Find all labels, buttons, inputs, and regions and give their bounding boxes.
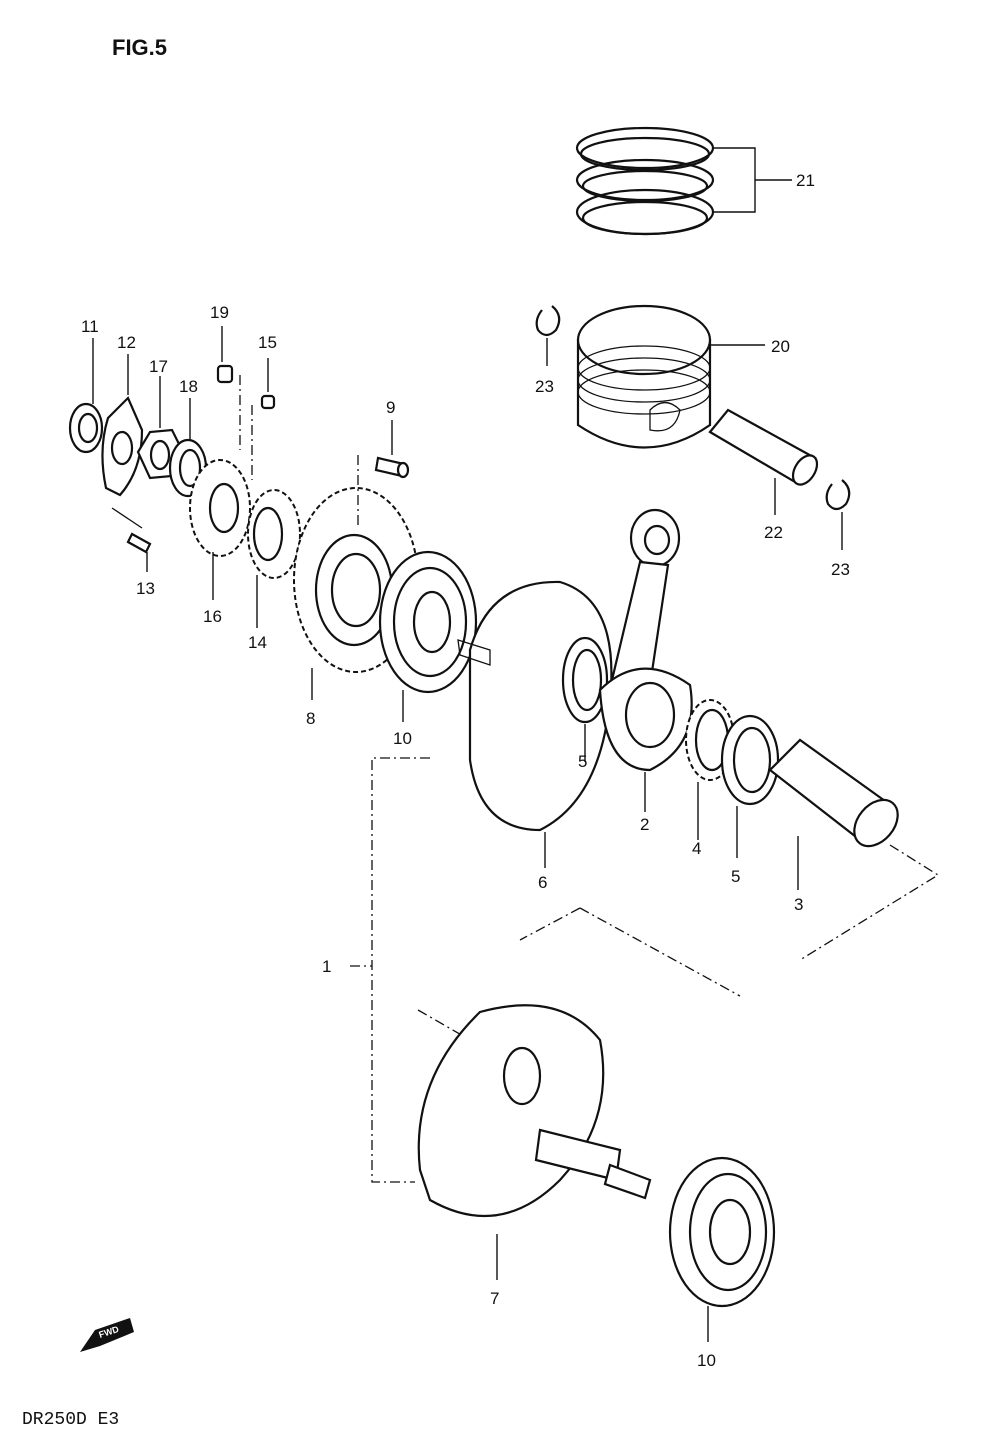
connecting-rod-part — [598, 508, 693, 772]
callout-4: 4 — [692, 839, 701, 858]
callout-5-upper: 5 — [578, 752, 587, 771]
callout-23-left: 23 — [535, 377, 554, 396]
callout-14: 14 — [248, 633, 267, 652]
callout-20: 20 — [771, 337, 790, 356]
figure-title: FIG.5 — [112, 35, 167, 60]
woodruff-key-19-part — [216, 364, 234, 384]
callout-3: 3 — [794, 895, 803, 914]
callout-15: 15 — [258, 333, 277, 352]
circlip-left-part — [535, 305, 561, 337]
dowel-pin-part — [374, 456, 410, 479]
callout-12: 12 — [117, 333, 136, 352]
callout-6: 6 — [538, 873, 547, 892]
callout-22: 22 — [764, 523, 783, 542]
callout-19: 19 — [210, 303, 229, 322]
lock-washer-part — [101, 396, 144, 497]
callout-9: 9 — [386, 398, 395, 417]
callout-8: 8 — [306, 709, 315, 728]
callout-21: 21 — [796, 171, 815, 190]
callout-17: 17 — [149, 357, 168, 376]
bolt-part — [111, 507, 152, 554]
forward-arrow-icon: FWD — [80, 1318, 134, 1352]
callout-16: 16 — [203, 607, 222, 626]
primary-gear-part — [189, 459, 251, 557]
oil-seal-part — [68, 402, 104, 454]
piston-part — [576, 304, 712, 449]
crank-bearing-upper-part — [378, 550, 478, 694]
callout-1: 1 — [322, 957, 331, 976]
callout-23-right: 23 — [831, 560, 850, 579]
thrust-washer-upper-part — [561, 636, 609, 724]
piston-rings-part — [575, 126, 715, 236]
balancer-drive-gear-part — [247, 489, 301, 579]
circlip-right-part — [825, 479, 851, 511]
callout-11: 11 — [81, 317, 99, 336]
callout-13: 13 — [136, 579, 155, 598]
model-code: DR250D E3 — [22, 1410, 119, 1430]
woodruff-key-15-part — [260, 394, 276, 410]
crank-pin-part — [768, 738, 899, 848]
crank-bearing-lower-part — [668, 1156, 776, 1308]
thrust-washer-lower-part — [720, 714, 780, 806]
callout-18: 18 — [179, 377, 198, 396]
callout-5-lower: 5 — [731, 867, 740, 886]
callout-2: 2 — [640, 815, 649, 834]
piston-pin-part — [708, 408, 819, 486]
crank-web-left-part — [417, 1004, 652, 1218]
callout-7: 7 — [490, 1289, 499, 1308]
callout-10-upper: 10 — [393, 729, 412, 748]
callout-10-lower: 10 — [697, 1351, 716, 1370]
